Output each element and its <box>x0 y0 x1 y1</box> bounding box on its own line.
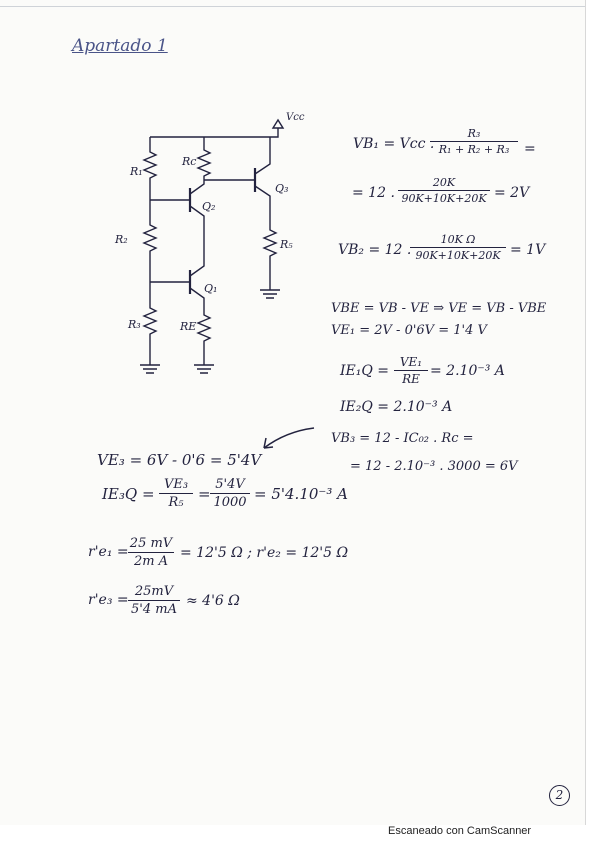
fraction-bar <box>394 370 428 372</box>
page-number: 2 <box>549 785 570 806</box>
r1-label: R₁ <box>129 165 143 178</box>
r2-label: R₂ <box>114 233 128 246</box>
vb2-denominator: 90K+10K+20K <box>415 249 501 263</box>
page-top-rule <box>0 6 585 7</box>
re1-result: = 12'5 Ω ; r'e₂ = 12'5 Ω <box>180 545 349 561</box>
r3-label: R₃ <box>127 318 141 331</box>
section-title: Apartado 1 <box>72 36 168 56</box>
vb1-line2-result: = 2V <box>494 185 530 201</box>
fraction-bar <box>430 141 518 143</box>
re1-denominator: 2m A <box>133 554 169 570</box>
ie3q-numerator: VE₃ <box>163 477 189 492</box>
ie3q-result: = 5'4.10⁻³ A <box>254 485 348 503</box>
vbe-relation: VBE = VB - VE ⇒ VE = VB - VBE <box>331 301 547 316</box>
vb1-line2-fraction: 20K 90K+10K+20K <box>398 177 490 204</box>
arrow-icon <box>263 427 315 449</box>
vb1-line2-denominator: 90K+10K+20K <box>401 192 487 206</box>
vb1-lhs: VB₁ = Vcc . <box>353 136 435 152</box>
rc-label: Rc <box>181 155 196 168</box>
ie3q-denominator2: 1000 <box>213 495 247 511</box>
fraction-bar <box>128 600 180 602</box>
vb2-fraction: 10K Ω 90K+10K+20K <box>410 234 506 261</box>
fraction-bar <box>128 552 174 554</box>
vb2-result: = 1V <box>510 242 546 258</box>
ve3-equation: VE₃ = 6V - 0'6 = 5'4V <box>97 451 262 469</box>
vb1-eqsign: = <box>524 141 536 157</box>
re1-numerator: 25 mV <box>129 536 173 551</box>
ie3q-fraction: VE₃ R₅ <box>159 478 193 509</box>
ie3q-lhs: IE₃Q = <box>102 485 155 503</box>
vb2-lhs: VB₂ = 12 . <box>338 242 412 258</box>
ie2q-equation: IE₂Q = 2.10⁻³ A <box>340 399 453 415</box>
circuit-diagram: Vcc R₁ R₂ R₃ Q₂ Rc Q₁ RE <box>114 112 305 374</box>
fraction-bar <box>159 493 193 495</box>
ie1q-fraction: VE₁ RE <box>394 356 428 385</box>
q2-label: Q₂ <box>202 200 215 213</box>
re3-denominator: 5'4 mA <box>131 602 177 618</box>
fraction-bar <box>210 493 250 495</box>
vb3-line2: = 12 - 2.10⁻³ . 3000 = 6V <box>350 459 518 474</box>
re3-lhs: r'e₃ = <box>88 592 129 608</box>
vb1-numerator: R₃ <box>467 127 481 140</box>
ie3q-denominator: R₅ <box>168 495 184 511</box>
q3-label: Q₃ <box>275 182 288 195</box>
re1-fraction: 25 mV 2m A <box>128 537 174 568</box>
vb3-line1: VB₃ = 12 - IC₀₂ . Rc = <box>331 431 474 446</box>
re3-fraction: 25mV 5'4 mA <box>128 585 180 616</box>
fraction-bar <box>398 190 490 192</box>
ie3q-eqsign: = <box>198 485 211 503</box>
fraction-bar <box>410 247 506 249</box>
ve1-equation: VE₁ = 2V - 0'6V = 1'4 V <box>331 323 487 338</box>
scanned-page: Apartado 1 Vcc R₁ R₂ R₃ Q₂ Rc <box>0 0 586 825</box>
vb1-fraction: R₃ R₁ + R₂ + R₃ <box>430 128 518 155</box>
re3-result: ≈ 4'6 Ω <box>186 593 240 609</box>
ie3q-fraction2: 5'4V 1000 <box>210 478 250 509</box>
re-label: RE <box>179 320 196 333</box>
ie1q-lhs: IE₁Q = <box>340 363 390 379</box>
vb1-line2-prefix: = 12 . <box>352 185 395 201</box>
vb2-numerator: 10K Ω <box>440 233 476 246</box>
q1-label: Q₁ <box>204 282 217 295</box>
re3-numerator: 25mV <box>134 584 174 599</box>
vb1-denominator: R₁ + R₂ + R₃ <box>438 143 510 157</box>
scanner-watermark: Escaneado con CamScanner <box>388 825 532 837</box>
vb1-line2-numerator: 20K <box>432 176 456 189</box>
re1-lhs: r'e₁ = <box>88 544 129 560</box>
ie3q-numerator2: 5'4V <box>215 477 245 492</box>
ie1q-denominator: RE <box>402 372 420 387</box>
ie1q-result: = 2.10⁻³ A <box>430 363 505 379</box>
vcc-label: Vcc <box>286 112 305 123</box>
r5-label: R₅ <box>279 238 293 251</box>
ie1q-numerator: VE₁ <box>399 355 423 369</box>
